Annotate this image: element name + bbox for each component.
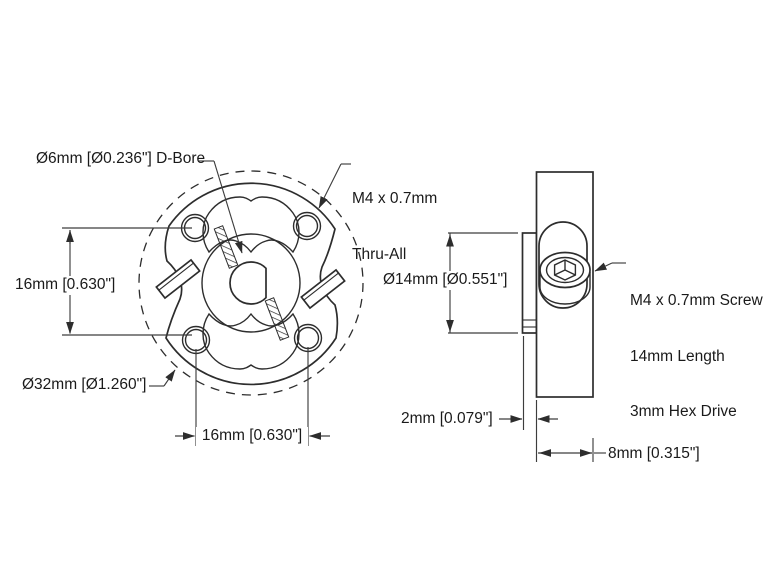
vertical-spacing-label: 16mm [0.630"] bbox=[12, 276, 119, 295]
overall-width-dimension bbox=[538, 438, 606, 462]
screw-label-line3: 3mm Hex Drive bbox=[630, 403, 737, 420]
flange-thickness-label: 2mm [0.079"] bbox=[401, 410, 493, 427]
boss-diameter-label: Ø14mm [Ø0.551"] bbox=[380, 271, 511, 290]
left-clamp-tab bbox=[155, 258, 201, 300]
overall-width-label: 8mm [0.315"] bbox=[608, 445, 700, 462]
screw-label: M4 x 0.7mm Screw 14mm Length 3mm Hex Dri… bbox=[630, 255, 763, 459]
side-view bbox=[446, 171, 626, 462]
center-boss-circle bbox=[201, 233, 301, 333]
horizontal-spacing-label: 16mm [0.630"] bbox=[196, 427, 308, 446]
thru-all-label: M4 x 0.7mm Thru-All bbox=[352, 153, 437, 301]
screw-leader bbox=[594, 262, 626, 272]
outer-diameter-dashed-circle bbox=[138, 170, 364, 396]
screw-head-chamfer bbox=[545, 256, 585, 284]
thru-all-leader bbox=[318, 163, 351, 209]
upper-clamp-slit bbox=[213, 225, 239, 269]
screw-hole-top-right bbox=[292, 211, 322, 241]
front-view bbox=[62, 160, 364, 446]
top-pocket-cutout bbox=[202, 196, 300, 254]
hex-socket bbox=[553, 259, 577, 281]
lower-clamp-slit bbox=[264, 297, 290, 341]
vertical-hole-spacing-dimension bbox=[62, 227, 192, 336]
right-clamp-tab bbox=[300, 268, 346, 310]
screw-label-line1: M4 x 0.7mm Screw bbox=[630, 292, 763, 309]
d-bore-leader bbox=[199, 160, 243, 254]
boss-flange-profile bbox=[521, 232, 538, 334]
screw-label-line2: 14mm Length bbox=[630, 347, 725, 365]
d-bore bbox=[229, 261, 267, 305]
outer-diameter-label: Ø32mm [Ø1.260"] bbox=[22, 376, 147, 393]
outer-diameter-leader bbox=[149, 369, 176, 387]
thru-all-label-line2: Thru-All bbox=[352, 245, 407, 263]
screw-head-cylinder bbox=[539, 272, 591, 305]
thru-all-label-line1: M4 x 0.7mm bbox=[352, 190, 438, 207]
d-bore-label: Ø6mm [Ø0.236"] D-Bore bbox=[36, 150, 206, 167]
flange-thickness-dimension bbox=[499, 336, 558, 462]
